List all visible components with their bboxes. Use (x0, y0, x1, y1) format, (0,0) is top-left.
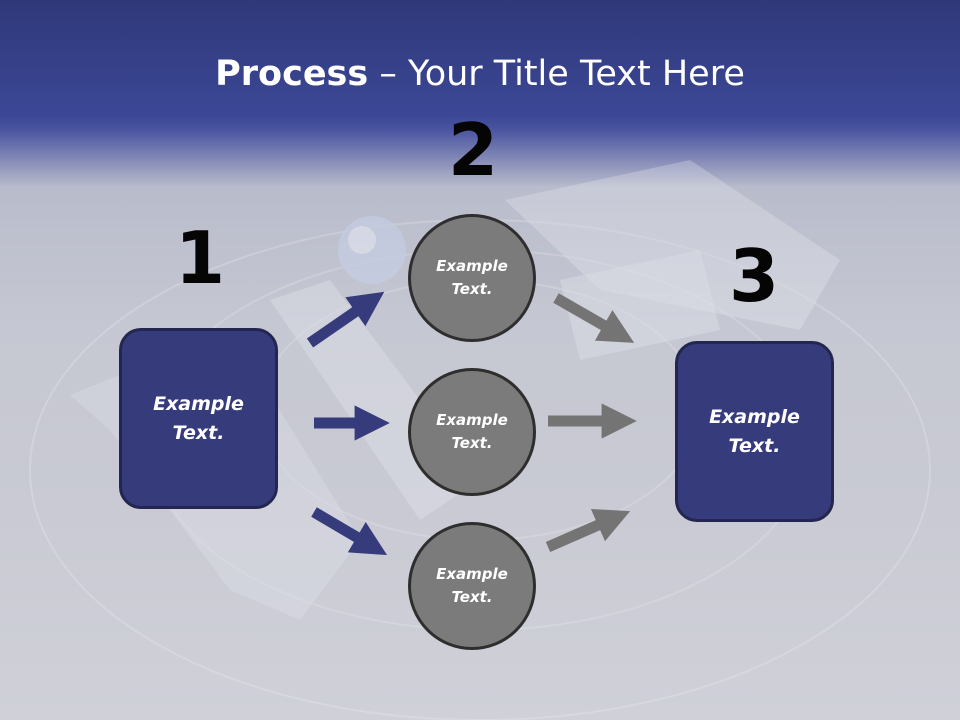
slide-title: Process – Your Title Text Here (0, 52, 960, 96)
step-number-2: 2 (447, 108, 499, 192)
circle-bottom-text: Example Text. (436, 565, 508, 606)
step-1-box[interactable]: Example Text. (119, 328, 278, 509)
step-number-1: 1 (174, 216, 226, 300)
step-1-text: Example Text. (153, 392, 244, 444)
circle-top-text: Example Text. (436, 257, 508, 298)
step-3-box[interactable]: Example Text. (675, 341, 834, 522)
arrow-bottom-to-3 (545, 509, 631, 553)
title-bold: Process (215, 54, 369, 94)
title-rest: – Your Title Text Here (368, 54, 745, 94)
step-2-circle-bottom[interactable]: Example Text. (408, 522, 536, 650)
step-2-circle-top[interactable]: Example Text. (408, 214, 536, 342)
circle-middle-text: Example Text. (436, 411, 508, 452)
arrow-top-to-3 (553, 293, 635, 343)
step-2-circle-middle[interactable]: Example Text. (408, 368, 536, 496)
step-number-3: 3 (728, 234, 780, 318)
step-3-text: Example Text. (709, 405, 800, 457)
arrow-1-to-bottom (311, 507, 388, 556)
arrow-1-to-top (306, 291, 385, 348)
